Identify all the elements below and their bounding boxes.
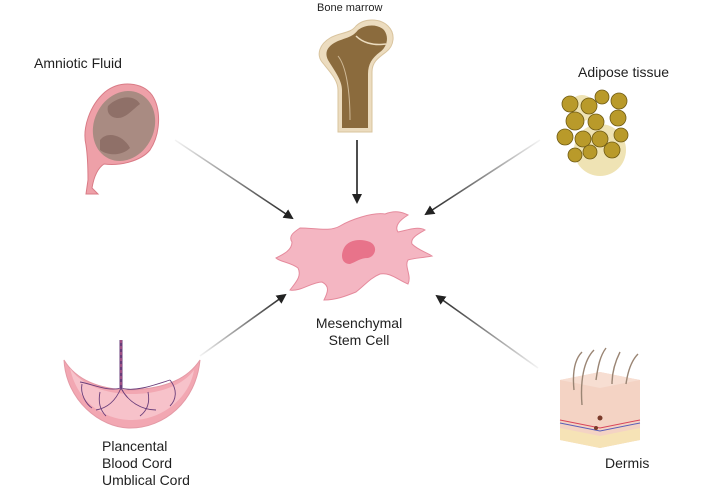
arrow-dermis-to-msc [435,294,539,369]
label-bone-marrow: Bone marrow [317,2,383,14]
dermis-icon [559,347,641,448]
label-placenta-line-2: Blood Cord [102,455,173,471]
label-dermis: Dermis [605,455,650,471]
adipose-tissue-icon [556,89,629,176]
label-placenta-line-3: Umblical Cord [102,472,190,488]
label-msc-line-2: Stem Cell [328,332,390,348]
mesenchymal-stem-cell-icon [275,211,434,301]
label-mesenchymal-stem-cell: Mesenchymal Stem Cell [303,315,415,349]
arrow-adipose-to-msc [424,139,541,216]
arrow-amniotic-to-msc [174,139,294,220]
arrow-placenta-to-msc [199,293,287,357]
label-amniotic-fluid: Amniotic Fluid [34,55,122,71]
label-placenta-line-1: Plancental [102,438,168,454]
bone-marrow-icon [318,19,394,133]
label-adipose-tissue: Adipose tissue [578,64,670,80]
label-placenta: Plancental Blood Cord Umblical Cord [102,438,190,489]
label-msc-line-1: Mesenchymal [315,315,403,331]
amniotic-fluid-icon [84,83,159,195]
placenta-icon [63,340,201,429]
arrows [174,139,541,369]
